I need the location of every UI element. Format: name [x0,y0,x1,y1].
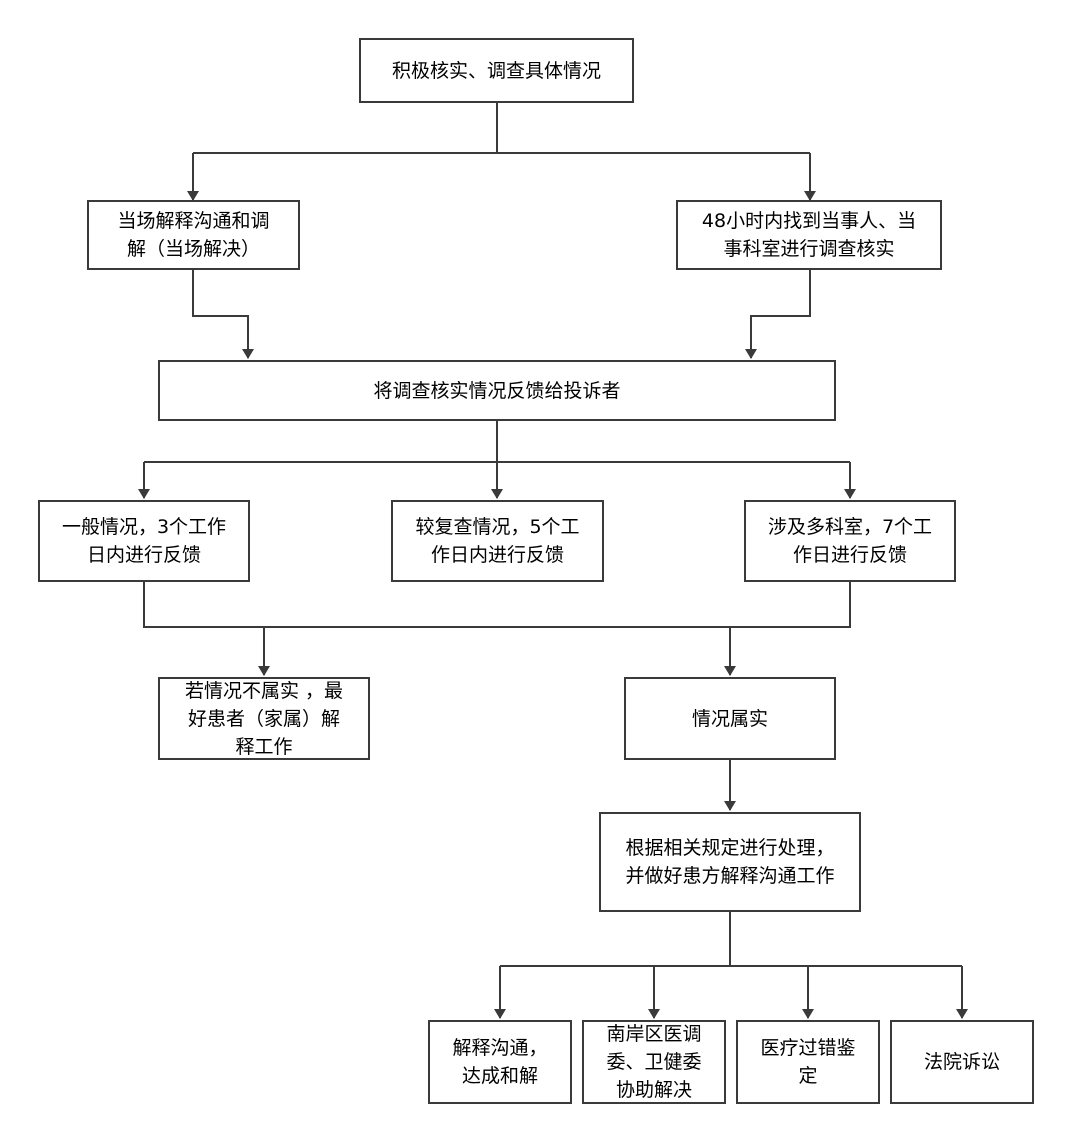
node-within48h-label: 48小时内找到当事人、当 事科室进行调查核实 [701,210,917,260]
node-verify: 积极核实、调查具体情况 [359,38,634,103]
node-appraisal: 医疗过错鉴 定 [736,1020,880,1104]
node-complex-label: 较复查情况，5个工 作日内进行反馈 [415,516,580,566]
node-reconcile-label: 解释沟通， 达成和解 [452,1037,548,1087]
node-feedback-label: 将调查核实情况反馈给投诉者 [373,379,621,402]
node-complex: 较复查情况，5个工 作日内进行反馈 [391,500,604,582]
node-mediation-label: 南岸区医调 委、卫健委 协助解决 [606,1023,702,1101]
node-multidept-label: 涉及多科室，7个工 作日进行反馈 [767,516,933,566]
node-verify-label: 积极核实、调查具体情况 [391,59,601,82]
node-appraisal-label: 医疗过错鉴 定 [760,1037,856,1087]
node-handle: 根据相关规定进行处理， 并做好患方解释沟通工作 [599,812,861,912]
connector-handle-split [500,912,962,967]
node-onsite: 当场解释沟通和调 解（当场解决） [87,200,300,270]
node-handle-label: 根据相关规定进行处理， 并做好患方解释沟通工作 [625,837,835,887]
node-general-label: 一般情况，3个工作 日内进行反馈 [61,516,227,566]
node-onsite-label: 当场解释沟通和调 解（当场解决） [117,210,270,260]
node-not-true: 若情况不属实 ，最 好患者（家属）解 释工作 [158,677,370,760]
node-true-label: 情况属实 [691,707,768,730]
connector-merge [143,582,851,628]
node-within48h: 48小时内找到当事人、当 事科室进行调查核实 [676,200,942,270]
node-reconcile: 解释沟通， 达成和解 [428,1020,572,1104]
connector-verify-split [193,103,810,154]
node-multidept: 涉及多科室，7个工 作日进行反馈 [744,500,956,582]
node-feedback: 将调查核实情况反馈给投诉者 [158,360,836,421]
node-true: 情况属实 [624,677,836,760]
arrow-onsite-to-feedback [192,270,254,359]
node-court: 法院诉讼 [890,1020,1034,1104]
arrow-within48h-to-feedback [745,270,811,359]
node-court-label: 法院诉讼 [923,1051,1000,1073]
node-not-true-label: 若情况不属实 ，最 好患者（家属）解 释工作 [184,679,344,758]
node-general: 一般情况，3个工作 日内进行反馈 [38,500,250,582]
connector-feedback-split [144,421,850,463]
node-mediation: 南岸区医调 委、卫健委 协助解决 [582,1020,726,1104]
